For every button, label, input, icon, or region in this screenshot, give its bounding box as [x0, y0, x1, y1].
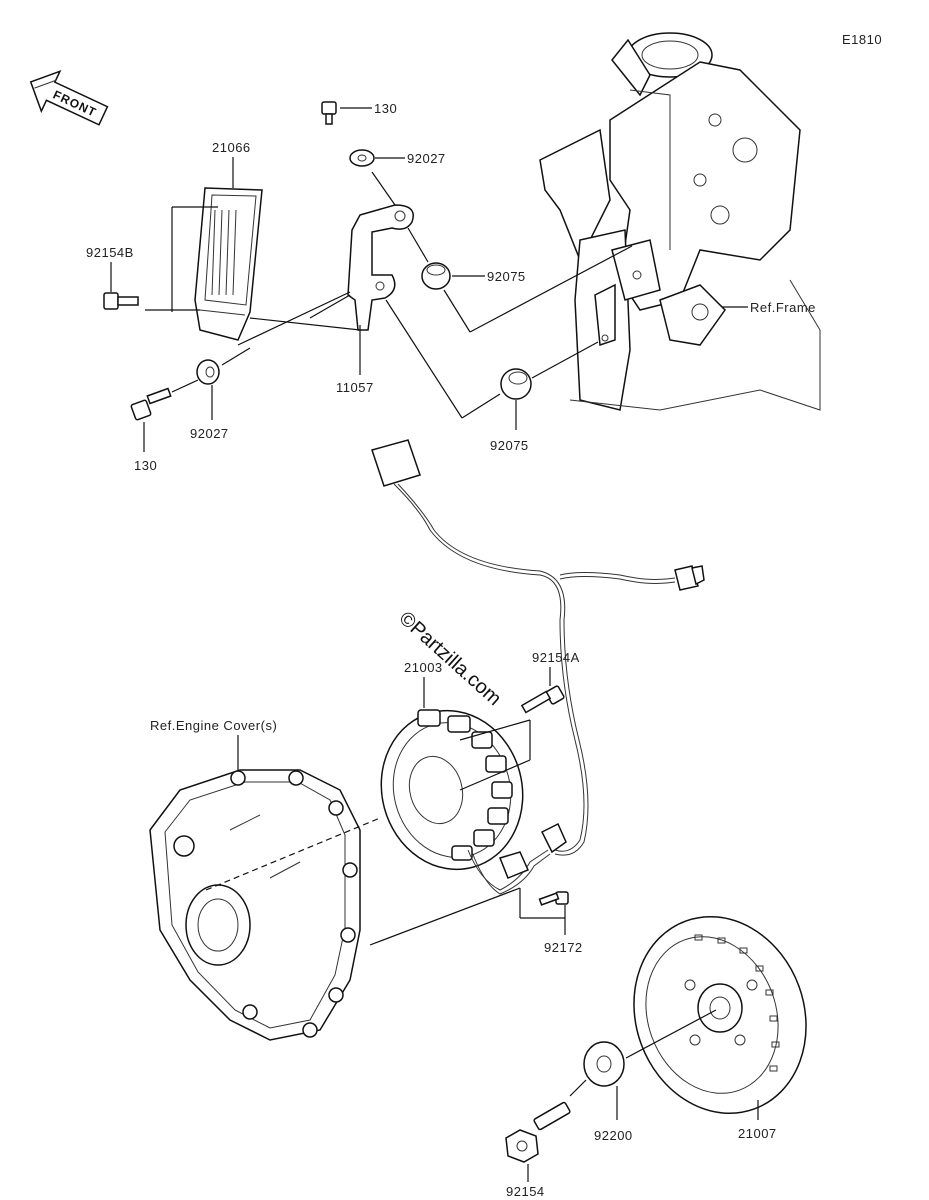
label-11057: 11057: [336, 380, 374, 395]
label-92154b: 92154B: [86, 245, 134, 260]
label-92200: 92200: [594, 1128, 633, 1143]
washer-92027-bottom-icon: [196, 359, 220, 385]
label-92027-bottom: 92027: [190, 426, 229, 441]
wire-harness-icon: [371, 439, 705, 856]
bolt-130-bottom-icon: [130, 387, 172, 421]
label-ref-engine-cover: Ref.Engine Cover(s): [150, 718, 277, 733]
label-ref-frame: Ref.Frame: [750, 300, 816, 315]
diagram-code: E1810: [842, 32, 882, 47]
label-130-top: 130: [374, 101, 397, 116]
label-21003: 21003: [404, 660, 443, 675]
screw-92172-icon: [538, 891, 569, 906]
bolt-92154b-icon: [103, 292, 139, 310]
grommet-92075-bottom-icon: [500, 368, 532, 400]
bracket-11057-icon: [347, 204, 414, 331]
label-21007: 21007: [738, 1126, 777, 1141]
grommet-92075-top-icon: [421, 262, 451, 290]
engine-cover-icon: [149, 769, 361, 1041]
washer-92027-top-icon: [349, 149, 375, 167]
rotor-21007-icon: [633, 915, 807, 1115]
label-92172: 92172: [544, 940, 583, 955]
collar-92200-icon: [583, 1041, 625, 1087]
bolt-130-top-icon: [321, 101, 337, 125]
label-92075-bottom: 92075: [490, 438, 529, 453]
bolt-92154-icon: [505, 1101, 571, 1163]
stator-21003-icon: [380, 709, 551, 895]
label-21066: 21066: [212, 140, 251, 155]
label-92075-top: 92075: [487, 269, 526, 284]
bolt-92154a-icon: [520, 685, 565, 714]
watermark-text: ©Partzilla.com: [395, 607, 506, 710]
label-92154a: 92154A: [532, 650, 580, 665]
label-92027-top: 92027: [407, 151, 446, 166]
front-arrow-icon: FRONT: [29, 69, 109, 126]
frame-reference-icon: [539, 32, 821, 411]
label-130-bottom: 130: [134, 458, 157, 473]
label-92154: 92154: [506, 1184, 545, 1199]
regulator-21066-icon: [194, 187, 263, 341]
